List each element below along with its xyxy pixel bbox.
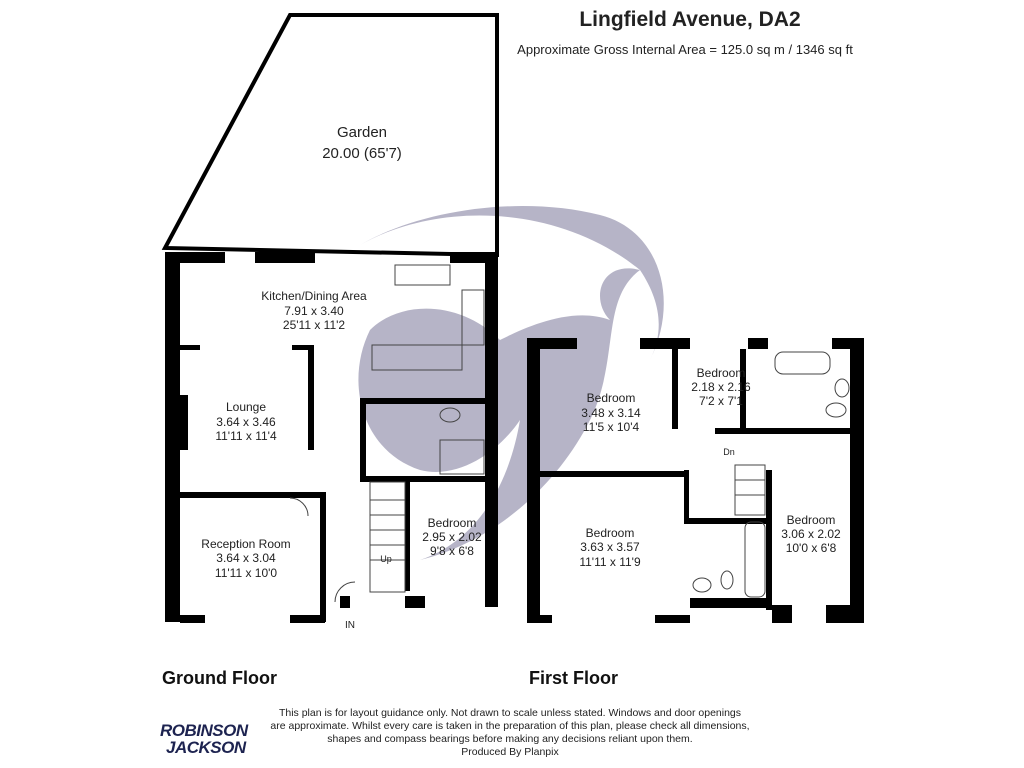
ff-bedroom4-metric: 3.06 x 2.02: [781, 527, 841, 541]
garden-boundary: [161, 13, 499, 258]
kitchen-imperial: 25'11 x 11'2: [283, 318, 346, 332]
kitchen-metric: 7.91 x 3.40: [284, 304, 344, 318]
ff-bedroom1-imperial: 11'5 x 10'4: [583, 420, 640, 434]
entrance-label: IN: [345, 620, 355, 631]
disclaimer: This plan is for layout guidance only. N…: [270, 707, 750, 759]
garden-name: Garden: [337, 124, 387, 141]
ground-floor-label: Ground Floor: [162, 668, 277, 688]
ff-bedroom3-name: Bedroom: [586, 526, 635, 540]
lounge-imperial: 11'11 x 11'4: [215, 429, 277, 443]
reception-imperial: 11'11 x 10'0: [215, 566, 278, 580]
disclaimer-text: This plan is for layout guidance only. N…: [270, 707, 750, 745]
reception-name: Reception Room: [201, 537, 290, 551]
ff-bedroom4-imperial: 10'0 x 6'8: [786, 541, 837, 555]
ff-bedroom2-metric: 2.18 x 2.16: [691, 380, 751, 394]
reception-metric: 3.64 x 3.04: [216, 551, 276, 565]
gross-area: Approximate Gross Internal Area = 125.0 …: [517, 42, 853, 57]
ff-bedroom1-name: Bedroom: [587, 391, 636, 405]
gf-bedroom-metric: 2.95 x 2.02: [422, 530, 482, 544]
ff-bedroom3-imperial: 11'11 x 11'9: [579, 555, 641, 569]
stairs-up-label: Up: [380, 554, 392, 564]
logo-line1: ROBINSON: [160, 721, 248, 740]
stairs-down-label: Dn: [723, 447, 735, 457]
lounge-metric: 3.64 x 3.46: [216, 415, 276, 429]
lounge-name: Lounge: [226, 400, 266, 414]
robinson-jackson-logo: ROBINSON JACKSON: [160, 721, 248, 757]
ff-bedroom4-name: Bedroom: [787, 513, 836, 527]
ground-floor-fixtures: [289, 264, 485, 603]
ground-floor-walls: [165, 252, 498, 623]
first-floor-walls: [527, 338, 864, 623]
garden-size: 20.00 (65'7): [322, 145, 402, 162]
ff-bedroom2-imperial: 7'2 x 7'1: [699, 394, 743, 408]
ff-bedroom3-metric: 3.63 x 3.57: [580, 540, 640, 554]
first-floor-fixtures: [692, 351, 850, 598]
kitchen-name: Kitchen/Dining Area: [261, 289, 367, 303]
ff-bedroom2-name: Bedroom: [697, 366, 746, 380]
logo-line2: JACKSON: [166, 738, 246, 757]
produced-by: Produced By Planpix: [461, 746, 559, 758]
gf-bedroom-name: Bedroom: [428, 516, 477, 530]
first-floor-label: First Floor: [529, 668, 618, 688]
gf-bedroom-imperial: 9'8 x 6'8: [430, 544, 474, 558]
ff-bedroom1-metric: 3.48 x 3.14: [581, 406, 641, 420]
watermark-logo: [358, 206, 664, 560]
plan-title: Lingfield Avenue, DA2: [579, 8, 801, 31]
